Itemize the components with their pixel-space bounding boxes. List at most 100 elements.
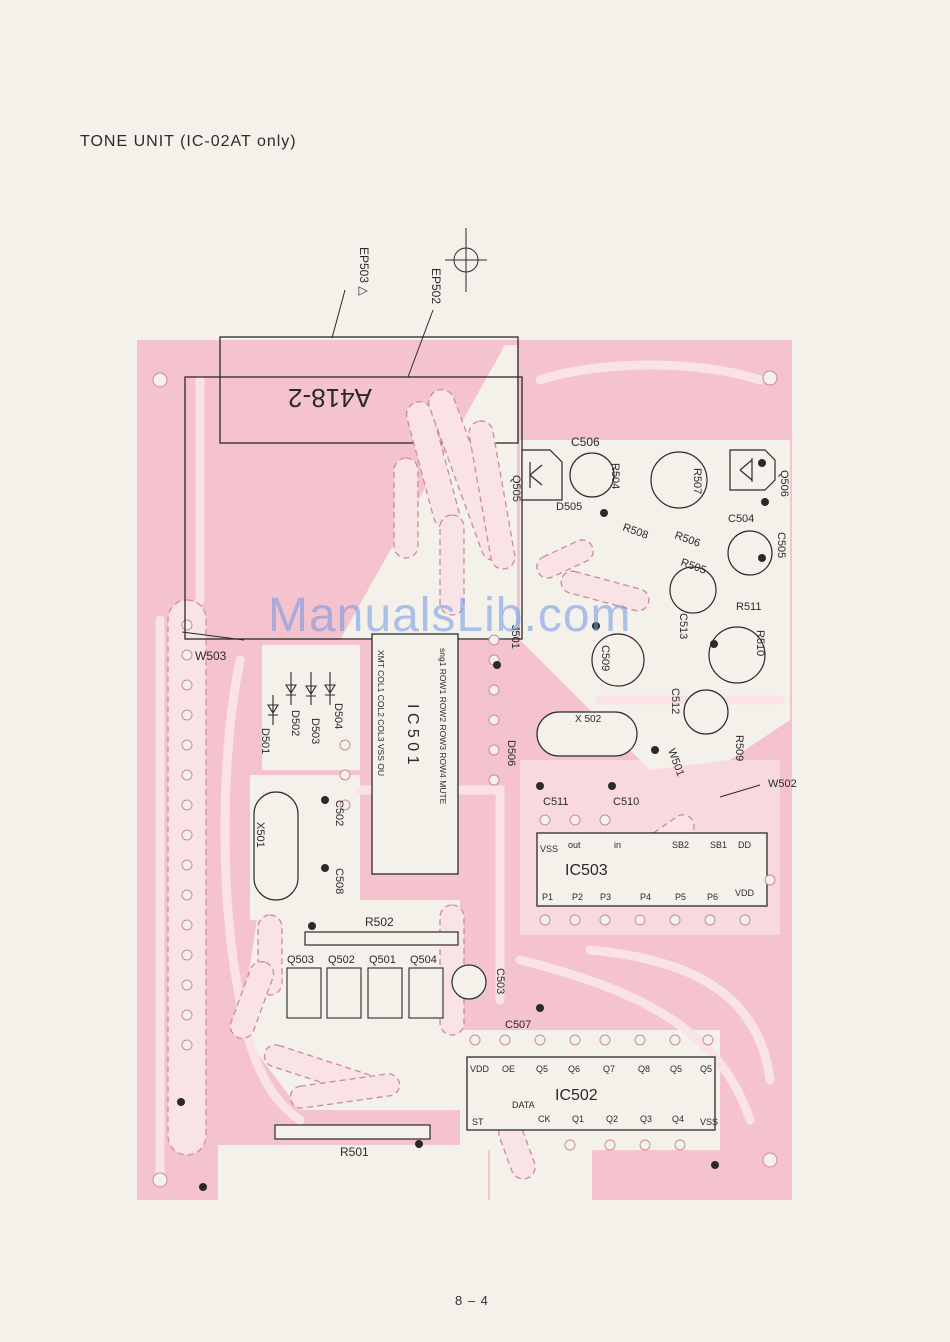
ic502-pin: Q7	[603, 1064, 615, 1074]
electrolytic-capacitors	[451, 451, 773, 1000]
label-r509: R509	[733, 735, 745, 761]
ic503-pads	[539, 814, 776, 926]
ic503-pin: P2	[572, 892, 583, 902]
label-ep503: EP503 △	[357, 247, 371, 296]
ic503-pins-bottom: P1 P2 P3 P4 P5 P6 VDD	[542, 888, 755, 902]
ic502-pads	[469, 1034, 714, 1151]
ic502-pin: CK	[538, 1114, 551, 1124]
ep502-outline	[184, 376, 523, 640]
ic502-pin: Q5	[670, 1064, 682, 1074]
wire-w502	[719, 784, 761, 798]
ic502-pin: VDD	[470, 1064, 490, 1074]
board-cutout-left-bottom	[218, 1145, 488, 1200]
label-d504: D504	[332, 703, 344, 729]
label-c508: C508	[333, 868, 345, 894]
ic503-pin: SB1	[710, 840, 727, 850]
diodes-d501-d504	[267, 672, 336, 725]
ic502-name: IC502	[555, 1087, 598, 1104]
ic503-pin: VDD	[735, 888, 755, 898]
solder-points	[177, 459, 769, 1191]
label-q505: Q505	[510, 475, 522, 502]
mounting-holes	[152, 370, 778, 1188]
ic501-pads	[339, 634, 500, 811]
leader-ep502	[407, 309, 434, 378]
label-d506: D506	[505, 740, 517, 766]
label-c505: C505	[775, 532, 787, 558]
ep503-outline	[219, 336, 519, 444]
label-c510: C510	[613, 796, 639, 808]
connector-pads-left	[181, 619, 193, 1051]
r502-body	[304, 931, 459, 946]
ic503-pin: out	[568, 840, 581, 850]
label-c503: C503	[494, 968, 506, 994]
ic502-pin: DATA	[512, 1100, 535, 1110]
ic502-pin: Q6	[568, 1064, 580, 1074]
ic501-pins-top: sng1 ROW1 ROW2 ROW3 ROW4 MUTE	[438, 648, 448, 805]
ic502-pins-bottom: ST DATA CK Q1 Q2 Q3 Q4 VSS	[472, 1100, 718, 1127]
board-cutout-left	[262, 645, 360, 770]
label-d501: D501	[259, 728, 271, 754]
q505-outline	[521, 449, 563, 501]
ic503-pin: P5	[675, 892, 686, 902]
label-c513: C513	[677, 613, 689, 639]
ic502-pin: Q8	[638, 1064, 650, 1074]
label-d505: D505	[556, 501, 582, 513]
ic502-pin: Q3	[640, 1114, 652, 1124]
ic501-pins-bottom: XMT COL1 COL2 COL3 VSS OU	[376, 650, 386, 776]
r501-body	[274, 1124, 431, 1140]
label-x501: X501	[254, 822, 266, 848]
label-c509: C509	[599, 645, 611, 671]
label-w503: W503	[195, 649, 227, 663]
label-d502: D502	[289, 710, 301, 736]
label-q504: Q504	[410, 954, 437, 966]
q506-symbol	[739, 458, 753, 482]
label-r507: R507	[691, 468, 703, 494]
ic503-name: IC503	[565, 862, 608, 879]
ic502-pin: Q2	[606, 1114, 618, 1124]
board-cutout-bottom	[490, 1150, 592, 1200]
ic502-pins-top: VDD OE Q5 Q6 Q7 Q8 Q5 Q5	[470, 1064, 712, 1074]
x501-body	[253, 791, 299, 901]
label-q506: Q506	[778, 470, 790, 497]
ic503-body	[536, 832, 768, 907]
watermark: ManualsLib.com	[268, 589, 632, 642]
label-r501: R501	[340, 1145, 369, 1159]
ic503-pin: SB2	[672, 840, 689, 850]
x502-body	[536, 711, 638, 757]
wire-w503	[181, 631, 245, 641]
ic503-pin: P1	[542, 892, 553, 902]
label-r510: R510	[754, 630, 766, 656]
ic502-pin: ST	[472, 1117, 484, 1127]
ic501-body	[371, 633, 459, 875]
ic503-pin: DD	[738, 840, 751, 850]
ic502-pin: Q5	[700, 1064, 712, 1074]
ic502-pin: Q5	[536, 1064, 548, 1074]
ic503-pins-top: VSS out in SB2 SB1 DD	[540, 840, 751, 854]
page-number: 8 – 4	[455, 1293, 489, 1308]
label-d503: D503	[309, 718, 321, 744]
page-title: TONE UNIT (IC-02AT only)	[80, 133, 297, 150]
label-c512: C512	[669, 688, 681, 714]
label-c511: C511	[543, 796, 568, 808]
board-cutout-right-top	[520, 440, 790, 770]
label-j501: J501	[509, 625, 521, 649]
label-ep502: EP502	[429, 268, 443, 304]
label-c506: C506	[571, 435, 600, 449]
label-c507: C507	[505, 1019, 531, 1031]
label-q502: Q502	[328, 954, 355, 966]
ic503-pin: P6	[707, 892, 718, 902]
ic502-pin: Q4	[672, 1114, 684, 1124]
transistors-q501-q504	[286, 967, 444, 1019]
crosshair-mark	[445, 228, 487, 292]
ic502-body	[466, 1056, 716, 1131]
ic502-pin: VSS	[700, 1117, 718, 1127]
q505-symbol	[529, 462, 543, 488]
ic502-pin: OE	[502, 1064, 515, 1074]
ic503-pin: P3	[600, 892, 611, 902]
ic502-pin: Q1	[572, 1114, 584, 1124]
label-q503: Q503	[287, 954, 314, 966]
ic503-pin: VSS	[540, 844, 558, 854]
label-r511: R511	[736, 601, 761, 613]
board-mark: A418-2	[288, 383, 372, 413]
